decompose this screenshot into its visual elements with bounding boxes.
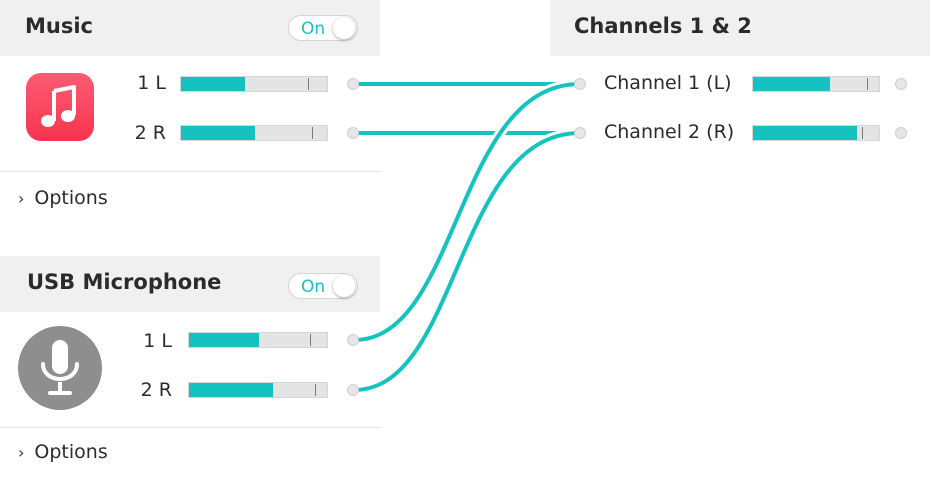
- usb-microphone-toggle-label: On: [301, 277, 326, 297]
- music-toggle-label: On: [301, 19, 326, 39]
- meter-peak: [862, 127, 863, 139]
- music-channel-1-port[interactable]: [347, 78, 359, 90]
- meter-peak: [310, 334, 311, 346]
- microphone-icon: [18, 326, 102, 410]
- meter-peak: [867, 78, 868, 90]
- meter-fill: [189, 333, 259, 347]
- output-channel-2-meter: [752, 125, 880, 141]
- output-channel-1-label: Channel 1 (L): [604, 72, 732, 94]
- usb-microphone-on-toggle[interactable]: On: [288, 273, 358, 299]
- output-channel-1-output-port[interactable]: [895, 78, 907, 90]
- output-title: Channels 1 & 2: [574, 14, 752, 38]
- meter-peak: [312, 127, 313, 139]
- wire-mic-2r-to-ch2[interactable]: [353, 128, 581, 395]
- usb-microphone-options-label: Options: [34, 441, 108, 463]
- meter-peak: [308, 78, 309, 90]
- meter-fill: [189, 383, 273, 397]
- usb-microphone-title: USB Microphone: [27, 270, 222, 294]
- output-channel-2-input-port[interactable]: [574, 127, 586, 139]
- usb-microphone-channel-2-meter: [188, 382, 328, 398]
- music-channel-2-label: 2 R: [134, 122, 166, 144]
- divider: [0, 427, 380, 428]
- chevron-right-icon: ›: [18, 189, 25, 208]
- music-options-toggle[interactable]: › Options: [18, 187, 108, 209]
- wire-mic-1l-to-ch1[interactable]: [353, 79, 581, 345]
- meter-fill: [753, 77, 830, 91]
- apple-music-icon: [26, 73, 94, 141]
- meter-peak: [315, 384, 316, 396]
- music-header: Music On: [0, 0, 380, 56]
- meter-fill: [753, 126, 857, 140]
- usb-microphone-header: USB Microphone On: [0, 256, 380, 312]
- usb-microphone-channel-2-label: 2 R: [140, 379, 172, 401]
- output-channel-1-input-port[interactable]: [574, 78, 586, 90]
- usb-microphone-channel-1-port[interactable]: [347, 334, 359, 346]
- output-channel-1-meter: [752, 76, 880, 92]
- chevron-right-icon: ›: [18, 443, 25, 462]
- usb-microphone-options-toggle[interactable]: › Options: [18, 441, 108, 463]
- music-title: Music: [25, 14, 93, 38]
- divider: [0, 171, 380, 172]
- toggle-knob: [333, 17, 355, 39]
- music-channel-1-label: 1 L: [137, 72, 166, 94]
- meter-fill: [181, 126, 255, 140]
- output-channel-2-label: Channel 2 (R): [604, 121, 735, 143]
- meter-fill: [181, 77, 245, 91]
- music-channel-1-meter: [180, 76, 328, 92]
- music-options-label: Options: [34, 187, 108, 209]
- output-header: Channels 1 & 2: [550, 0, 930, 56]
- music-on-toggle[interactable]: On: [288, 15, 358, 41]
- usb-microphone-channel-1-label: 1 L: [143, 330, 172, 352]
- music-channel-2-meter: [180, 125, 328, 141]
- output-channel-2-output-port[interactable]: [895, 127, 907, 139]
- toggle-knob: [333, 275, 355, 297]
- usb-microphone-channel-2-port[interactable]: [347, 384, 359, 396]
- usb-microphone-channel-1-meter: [188, 332, 328, 348]
- music-channel-2-port[interactable]: [347, 127, 359, 139]
